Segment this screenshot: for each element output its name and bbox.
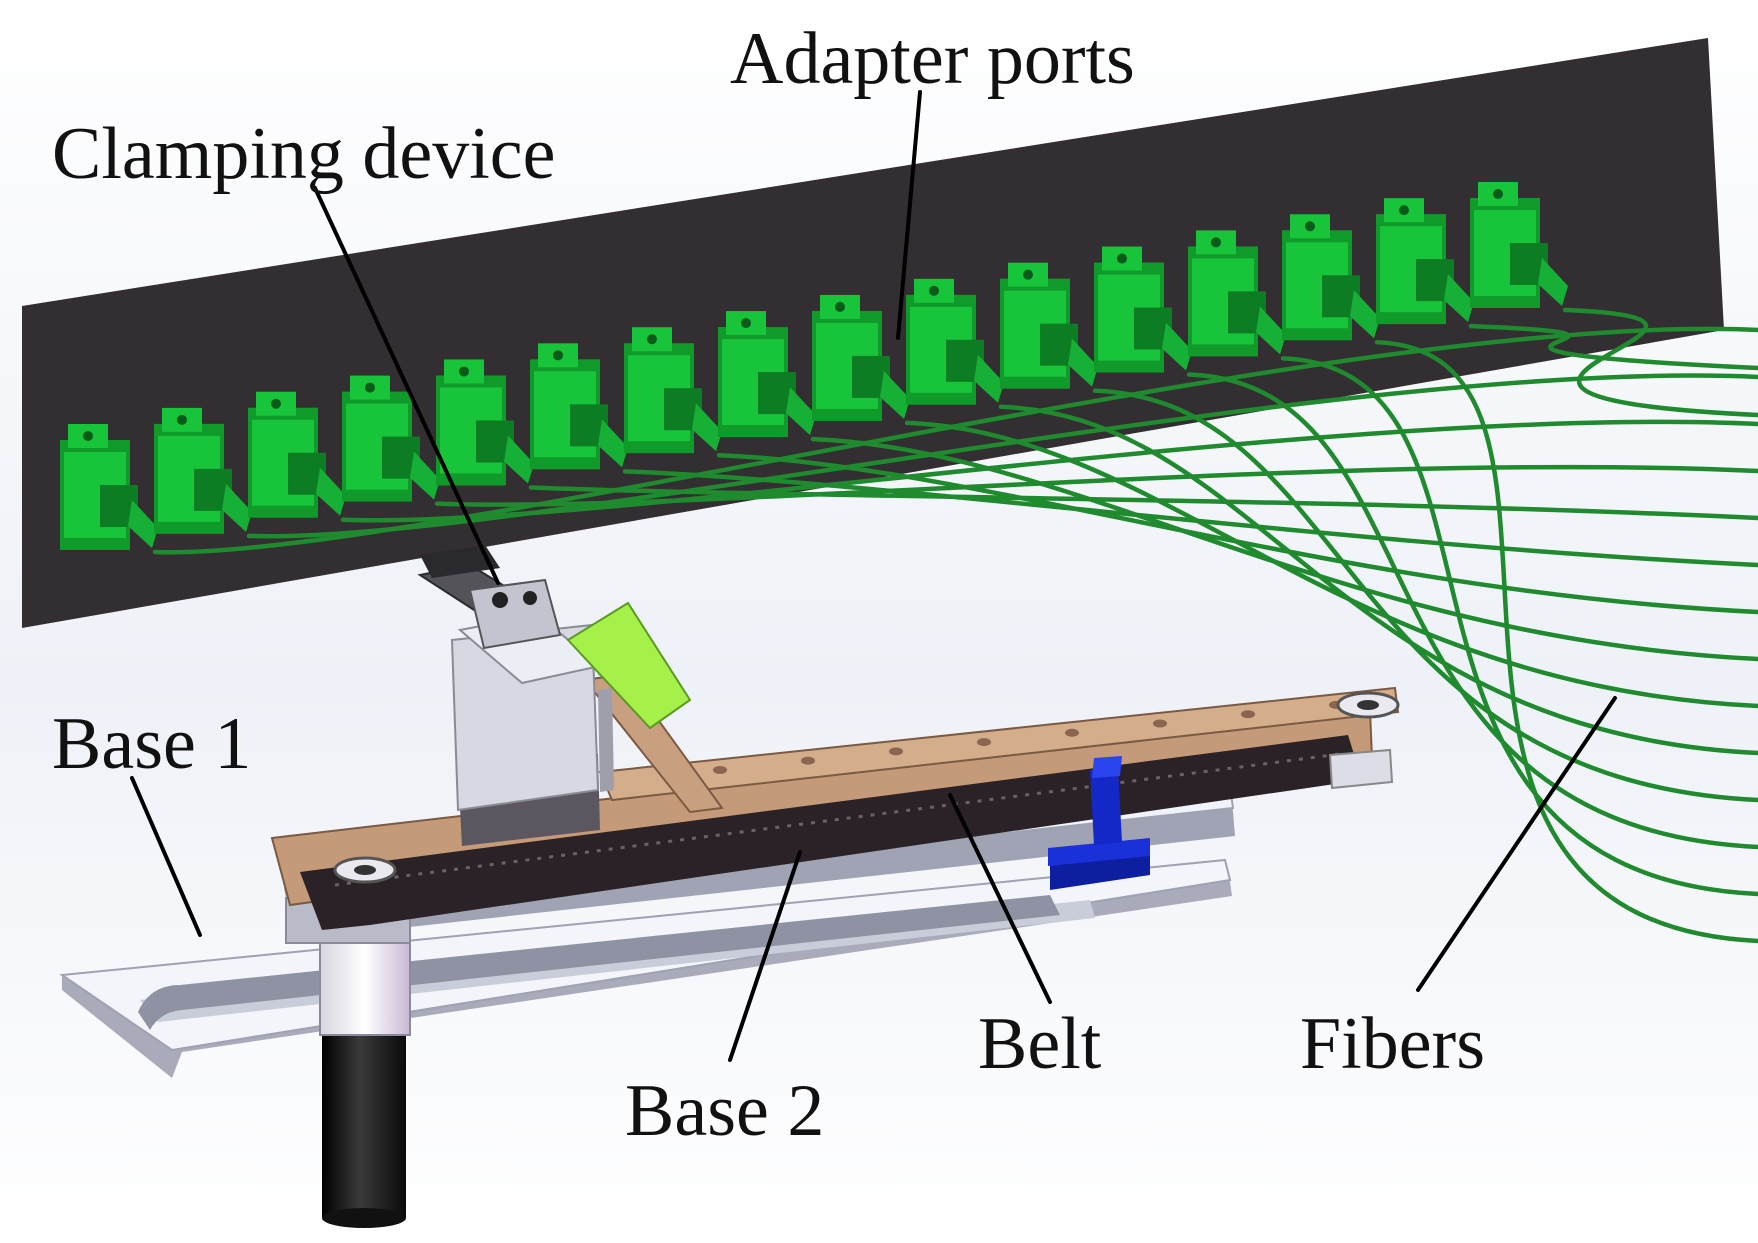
fiber: [152, 326, 1758, 555]
rail-hole: [977, 738, 991, 747]
adapter-port: [1282, 214, 1380, 341]
rail-hole: [1241, 710, 1255, 719]
fiber: [1186, 372, 1758, 850]
fiber: [246, 373, 1758, 539]
blue-block: [1048, 756, 1150, 890]
adapter-port: [1470, 182, 1568, 308]
fiber: [810, 436, 1758, 662]
label-base-2: Base 2: [625, 1070, 824, 1152]
adapter-port: [436, 359, 534, 486]
rail-hole: [713, 766, 727, 774]
label-fibers: Fibers: [1300, 1003, 1485, 1085]
adapter-port: [248, 391, 346, 518]
rail-hole: [1153, 719, 1167, 728]
fiber: [1280, 356, 1758, 897]
clamp-carriage: [417, 545, 692, 846]
adapter-group: [60, 182, 1568, 550]
adapter-port: [530, 343, 628, 470]
fiber: [1562, 307, 1758, 418]
adapter-port: [624, 327, 722, 454]
leader-fibers: [1416, 696, 1617, 992]
adapter-port: [154, 407, 252, 534]
fiber: [904, 420, 1758, 709]
label-clamping-device: Clamping device: [52, 113, 555, 195]
label-base-1: Base 1: [52, 703, 251, 785]
adapter-port: [1188, 230, 1286, 357]
leader-adapter-ports: [896, 90, 922, 340]
adapter-port: [1000, 262, 1098, 389]
fiber: [1468, 323, 1758, 371]
leader-clamping-device: [313, 186, 500, 585]
adapter-port: [718, 311, 816, 438]
rail-hole: [801, 756, 815, 765]
rail-hole: [1065, 728, 1079, 737]
adapter-port: [906, 278, 1004, 405]
leader-base-1: [130, 776, 202, 937]
fiber: [1092, 388, 1758, 803]
adapter-port: [1376, 198, 1474, 325]
label-belt: Belt: [978, 1003, 1102, 1085]
leader-base-2: [728, 850, 802, 1062]
leader-belt: [948, 793, 1052, 1004]
label-adapter-ports: Adapter ports: [730, 18, 1135, 100]
adapter-port: [60, 424, 158, 550]
adapter-port: [812, 294, 910, 421]
adapter-port: [1094, 246, 1192, 373]
leader-lines: [130, 90, 1617, 1062]
rail-hole: [889, 747, 903, 756]
adapter-port: [342, 375, 440, 502]
fiber: [1374, 340, 1758, 944]
